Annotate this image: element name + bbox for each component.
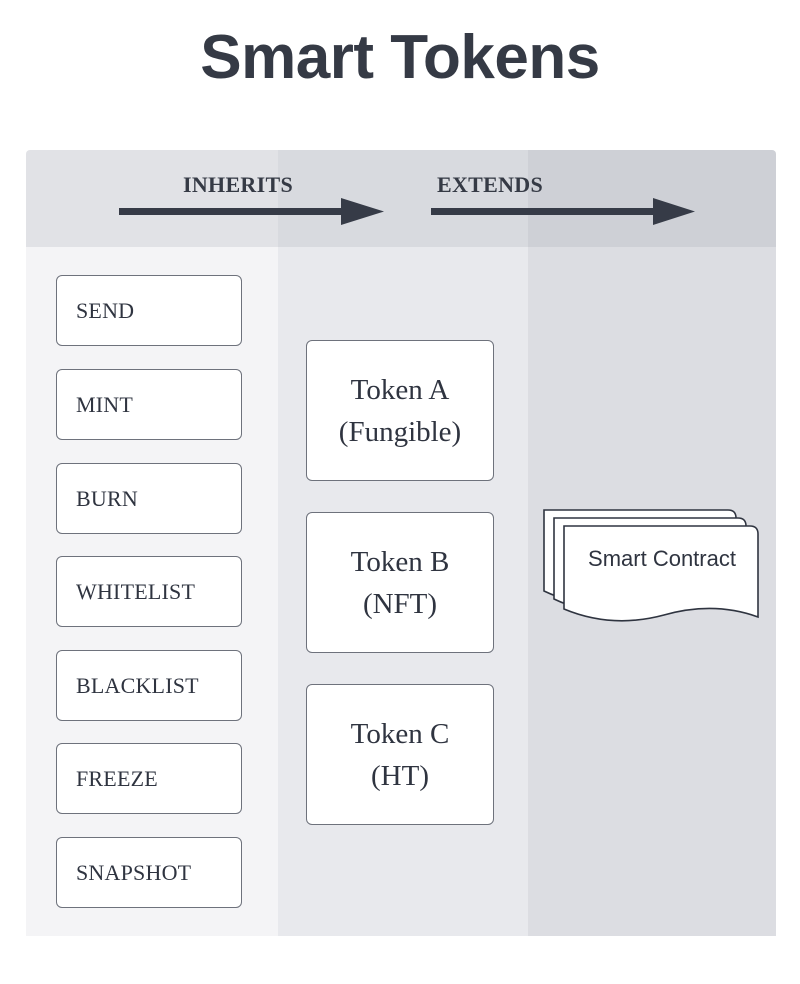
token-a-name: Token A [350,373,450,406]
smart-contract-label: Smart Contract [588,546,736,571]
capability-burn: BURN [56,463,242,534]
flow-arrows [119,198,695,225]
extends-label: EXTENDS [437,172,544,197]
capability-snapshot: SNAPSHOT [56,837,242,908]
capability-blacklist: BLACKLIST [56,650,242,721]
token-a-kind: (Fungible) [338,415,462,448]
capability-send: SEND [56,275,242,346]
extends-arrow [431,198,695,225]
inherits-label: INHERITS [183,172,293,197]
token-b-box: Token B (NFT) [306,512,494,653]
smart-contract-document-stack-icon [543,509,759,622]
inherits-arrow [119,198,384,225]
diagram-title: Smart Tokens [200,23,600,92]
token-a-box: Token A (Fungible) [306,340,494,481]
token-c-name: Token C [350,717,450,750]
token-c-box: Token C (HT) [306,684,494,825]
lane-capabilities [26,150,278,936]
header-band [26,150,776,247]
capability-whitelist: WHITELIST [56,556,242,627]
diagram-area: INHERITS EXTENDS SEND MINT BURN WHITELIS… [26,150,776,936]
token-c-kind: (HT) [371,759,429,792]
capability-mint: MINT [56,369,242,440]
token-b-kind: (NFT) [362,587,438,620]
token-b-name: Token B [350,545,450,578]
capability-freeze: FREEZE [56,743,242,814]
